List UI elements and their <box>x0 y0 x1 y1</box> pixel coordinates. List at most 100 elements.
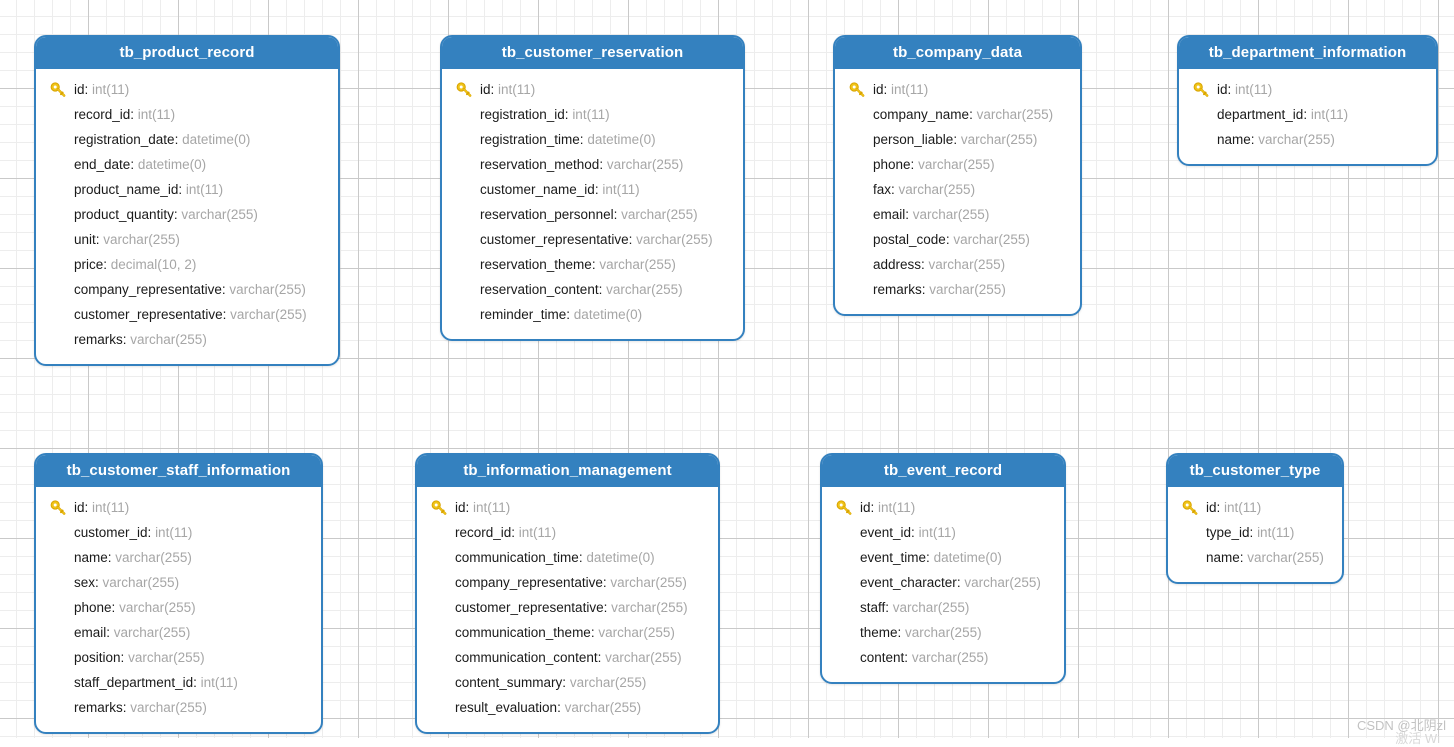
table-field-row[interactable]: phone: varchar(255) <box>42 595 315 620</box>
table-field-row[interactable]: reminder_time: datetime(0) <box>448 302 737 327</box>
table-field-row[interactable]: product_quantity: varchar(255) <box>42 202 332 227</box>
table-title[interactable]: tb_department_information <box>1179 37 1436 69</box>
table-field-row[interactable]: id: int(11) <box>423 495 712 520</box>
table-card[interactable]: tb_event_record id: int(11)event_id: int(… <box>820 453 1066 684</box>
table-field-row[interactable]: sex: varchar(255) <box>42 570 315 595</box>
table-field-row[interactable]: name: varchar(255) <box>1174 545 1336 570</box>
table-title[interactable]: tb_customer_reservation <box>442 37 743 69</box>
table-field-row[interactable]: customer_name_id: int(11) <box>448 177 737 202</box>
field-separator: : <box>613 206 622 222</box>
table-field-row[interactable]: event_id: int(11) <box>828 520 1058 545</box>
table-field-row[interactable]: record_id: int(11) <box>423 520 712 545</box>
table-title[interactable]: tb_event_record <box>822 455 1064 487</box>
table-field-row[interactable]: reservation_content: varchar(255) <box>448 277 737 302</box>
field-indent-spacer <box>431 524 455 542</box>
field-type: int(11) <box>137 106 176 122</box>
field-type: int(11) <box>498 81 536 97</box>
table-field-row[interactable]: type_id: int(11) <box>1174 520 1336 545</box>
table-field-row[interactable]: remarks: varchar(255) <box>42 327 332 352</box>
field-name: communication_time <box>455 549 579 565</box>
table-field-row[interactable]: staff_department_id: int(11) <box>42 670 315 695</box>
table-title[interactable]: tb_customer_type <box>1168 455 1342 487</box>
table-field-row[interactable]: event_time: datetime(0) <box>828 545 1058 570</box>
table-field-row[interactable]: unit: varchar(255) <box>42 227 332 252</box>
field-text: staff_department_id: int(11) <box>74 674 238 692</box>
table-field-row[interactable]: id: int(11) <box>828 495 1058 520</box>
table-field-row[interactable]: price: decimal(10, 2) <box>42 252 332 277</box>
field-separator: : <box>578 549 587 565</box>
field-indent-spacer <box>849 131 873 149</box>
field-indent-spacer <box>50 281 74 299</box>
table-field-row[interactable]: id: int(11) <box>448 77 737 102</box>
table-card[interactable]: tb_department_information id: int(11)depa… <box>1177 35 1438 166</box>
table-title[interactable]: tb_customer_staff_information <box>36 455 321 487</box>
table-field-row[interactable]: id: int(11) <box>1185 77 1430 102</box>
table-field-row[interactable]: content: varchar(255) <box>828 645 1058 670</box>
field-text: content_summary: varchar(255) <box>455 674 646 692</box>
table-field-row[interactable]: event_character: varchar(255) <box>828 570 1058 595</box>
table-field-row[interactable]: customer_representative: varchar(255) <box>448 227 737 252</box>
table-field-row[interactable]: company_representative: varchar(255) <box>42 277 332 302</box>
table-field-row[interactable]: reservation_personnel: varchar(255) <box>448 202 737 227</box>
table-field-row[interactable]: end_date: datetime(0) <box>42 152 332 177</box>
table-field-row[interactable]: content_summary: varchar(255) <box>423 670 712 695</box>
table-field-row[interactable]: department_id: int(11) <box>1185 102 1430 127</box>
field-type: int(11) <box>92 499 130 515</box>
table-field-row[interactable]: company_name: varchar(255) <box>841 102 1074 127</box>
table-card[interactable]: tb_customer_type id: int(11)type_id: int(… <box>1166 453 1344 584</box>
field-indent-spacer <box>849 231 873 249</box>
table-field-row[interactable]: result_evaluation: varchar(255) <box>423 695 712 720</box>
table-field-row[interactable]: theme: varchar(255) <box>828 620 1058 645</box>
field-indent-spacer <box>50 156 74 174</box>
table-field-row[interactable]: remarks: varchar(255) <box>42 695 315 720</box>
primary-key-icon <box>836 499 860 517</box>
table-field-row[interactable]: phone: varchar(255) <box>841 152 1074 177</box>
table-field-row[interactable]: registration_id: int(11) <box>448 102 737 127</box>
table-field-row[interactable]: customer_representative: varchar(255) <box>423 595 712 620</box>
field-indent-spacer <box>836 599 860 617</box>
table-field-row[interactable]: name: varchar(255) <box>42 545 315 570</box>
table-field-row[interactable]: reservation_method: varchar(255) <box>448 152 737 177</box>
table-field-row[interactable]: id: int(11) <box>42 77 332 102</box>
field-separator: : <box>130 106 138 122</box>
table-field-row[interactable]: company_representative: varchar(255) <box>423 570 712 595</box>
table-field-row[interactable]: communication_content: varchar(255) <box>423 645 712 670</box>
table-field-row[interactable]: id: int(11) <box>42 495 315 520</box>
table-field-row[interactable]: customer_id: int(11) <box>42 520 315 545</box>
table-field-row[interactable]: remarks: varchar(255) <box>841 277 1074 302</box>
table-field-row[interactable]: email: varchar(255) <box>841 202 1074 227</box>
table-field-row[interactable]: id: int(11) <box>1174 495 1336 520</box>
table-field-row[interactable]: person_liable: varchar(255) <box>841 127 1074 152</box>
field-text: staff: varchar(255) <box>860 599 969 617</box>
field-name: company_name <box>873 106 970 122</box>
table-card[interactable]: tb_customer_staff_information id: int(11)… <box>34 453 323 734</box>
table-field-row[interactable]: registration_time: datetime(0) <box>448 127 737 152</box>
table-field-row[interactable]: staff: varchar(255) <box>828 595 1058 620</box>
table-field-row[interactable]: address: varchar(255) <box>841 252 1074 277</box>
table-field-row[interactable]: name: varchar(255) <box>1185 127 1430 152</box>
table-field-row[interactable]: communication_theme: varchar(255) <box>423 620 712 645</box>
table-field-row[interactable]: reservation_theme: varchar(255) <box>448 252 737 277</box>
field-separator: : <box>904 649 912 665</box>
table-field-row[interactable]: registration_date: datetime(0) <box>42 127 332 152</box>
table-field-row[interactable]: customer_representative: varchar(255) <box>42 302 332 327</box>
table-title[interactable]: tb_information_management <box>417 455 718 487</box>
table-field-row[interactable]: email: varchar(255) <box>42 620 315 645</box>
table-field-row[interactable]: fax: varchar(255) <box>841 177 1074 202</box>
table-field-row[interactable]: product_name_id: int(11) <box>42 177 332 202</box>
table-field-row[interactable]: communication_time: datetime(0) <box>423 545 712 570</box>
table-field-row[interactable]: record_id: int(11) <box>42 102 332 127</box>
table-field-row[interactable]: position: varchar(255) <box>42 645 315 670</box>
table-field-list: id: int(11)record_id: int(11)registratio… <box>36 69 338 364</box>
table-card[interactable]: tb_company_data id: int(11) company_name: … <box>833 35 1082 316</box>
table-title[interactable]: tb_product_record <box>36 37 338 69</box>
field-text: company_name: varchar(255) <box>873 106 1053 124</box>
table-card[interactable]: tb_information_management id: int(11)reco… <box>415 453 720 734</box>
table-field-row[interactable]: postal_code: varchar(255) <box>841 227 1074 252</box>
field-name: record_id <box>74 106 131 122</box>
table-title[interactable]: tb_company_data <box>835 37 1080 69</box>
table-field-row[interactable]: id: int(11) <box>841 77 1074 102</box>
